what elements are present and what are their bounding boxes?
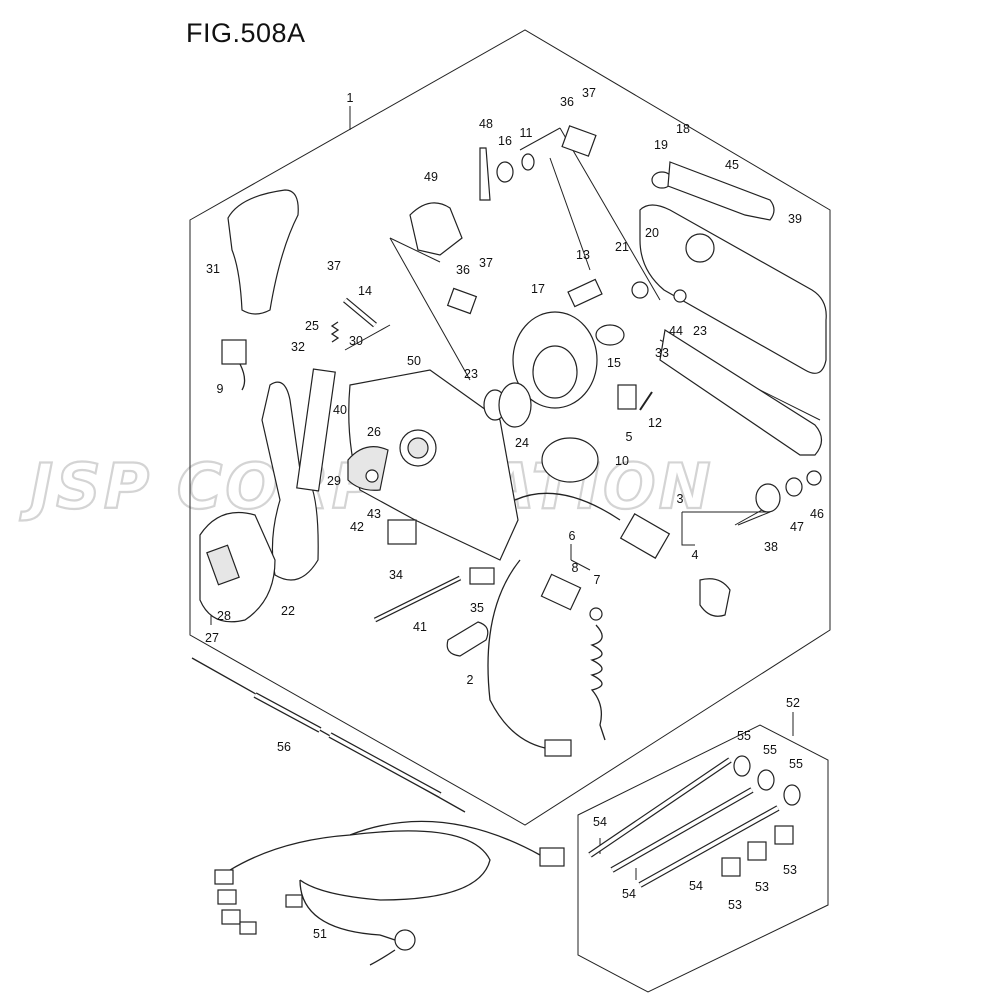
part-26-gear: [347, 446, 389, 491]
part-9-switch: [221, 339, 247, 365]
callout-31: 31: [206, 262, 220, 276]
callout-28: 28: [217, 609, 231, 623]
callout-7: 7: [594, 573, 601, 587]
part-28-emblem: [206, 544, 240, 586]
part-4-key: [699, 578, 731, 617]
callout-32: 32: [291, 340, 305, 354]
callout-16: 16: [498, 134, 512, 148]
callout-13: 13: [576, 248, 590, 262]
callout-34: 34: [389, 568, 403, 582]
callout-19: 19: [654, 138, 668, 152]
callout-43: 43: [367, 507, 381, 521]
part-30-spring: [330, 321, 340, 343]
callout-38: 38: [764, 540, 778, 554]
callout-labels: 1234567891011121314151617181920212223232…: [205, 86, 824, 941]
callout-30: 30: [349, 334, 363, 348]
part-3-key-switch: [619, 513, 671, 559]
callout-54: 54: [622, 887, 636, 901]
assembly-boundary: [189, 29, 831, 826]
callout-8: 8: [572, 561, 579, 575]
callout-51: 51: [313, 927, 327, 941]
callout-55: 55: [737, 729, 751, 743]
figure-title: FIG.508A: [186, 18, 306, 48]
callout-54: 54: [689, 879, 703, 893]
callout-35: 35: [470, 601, 484, 615]
callout-37: 37: [327, 259, 341, 273]
bolt-kit-boundary: [577, 724, 829, 993]
callout-14: 14: [358, 284, 372, 298]
callout-53: 53: [755, 880, 769, 894]
callout-37: 37: [582, 86, 596, 100]
callout-21: 21: [615, 240, 629, 254]
callout-46: 46: [810, 507, 824, 521]
part-8-stop-switch: [540, 573, 582, 611]
callout-33: 33: [655, 346, 669, 360]
callout-11: 11: [520, 126, 533, 140]
callout-41: 41: [413, 620, 427, 634]
callout-52: 52: [786, 696, 800, 710]
part-18-bracket: [667, 161, 775, 221]
lanyard-cord: [590, 624, 606, 741]
part-13-shaft: [567, 278, 603, 308]
callout-45: 45: [725, 158, 739, 172]
part-38-bushing: [755, 483, 781, 513]
part-27-cover: [199, 511, 276, 623]
callout-18: 18: [676, 122, 690, 136]
part-51-harness: [229, 830, 491, 901]
callout-54: 54: [593, 815, 607, 829]
callout-1: 1: [347, 91, 354, 105]
callout-22: 22: [281, 604, 295, 618]
harness-wire: [487, 559, 546, 749]
callout-44: 44: [669, 324, 683, 338]
callout-40: 40: [333, 403, 347, 417]
part-32-bracket: [296, 368, 336, 492]
part-33-rail: [659, 329, 823, 456]
callout-29: 29: [327, 474, 341, 488]
callout-17: 17: [531, 282, 545, 296]
part-2-lever: [446, 621, 489, 657]
part-5-switch: [617, 384, 637, 410]
callout-36: 36: [456, 263, 470, 277]
callout-56: 56: [277, 740, 291, 754]
callout-42: 42: [350, 520, 364, 534]
callout-48: 48: [479, 117, 493, 131]
part-48-link: [479, 147, 491, 201]
part-49-cam: [409, 202, 463, 256]
part-34-clip: [387, 519, 417, 545]
callout-49: 49: [424, 170, 438, 184]
callout-23: 23: [693, 324, 707, 338]
callout-47: 47: [790, 520, 804, 534]
part-36-block: [561, 125, 597, 157]
part-10-buzzer: [541, 437, 599, 483]
callout-20: 20: [645, 226, 659, 240]
callout-3: 3: [677, 492, 684, 506]
callout-36: 36: [560, 95, 574, 109]
callout-6: 6: [569, 529, 576, 543]
callout-25: 25: [305, 319, 319, 333]
callout-37: 37: [479, 256, 493, 270]
callout-55: 55: [789, 757, 803, 771]
callout-12: 12: [648, 416, 662, 430]
callout-27: 27: [205, 631, 219, 645]
callout-15: 15: [607, 356, 621, 370]
callout-9: 9: [217, 382, 224, 396]
callout-10: 10: [615, 454, 629, 468]
part-22-control-arm: [261, 381, 319, 581]
callout-50: 50: [407, 354, 421, 368]
callout-39: 39: [788, 212, 802, 226]
callout-26: 26: [367, 425, 381, 439]
callout-55: 55: [763, 743, 777, 757]
callout-53: 53: [728, 898, 742, 912]
callout-2: 2: [467, 673, 474, 687]
callout-5: 5: [626, 430, 633, 444]
part-31-grip: [227, 189, 299, 315]
callout-23: 23: [464, 367, 478, 381]
part-35-block: [469, 567, 495, 585]
callout-53: 53: [783, 863, 797, 877]
callout-4: 4: [692, 548, 699, 562]
callout-24: 24: [515, 436, 529, 450]
